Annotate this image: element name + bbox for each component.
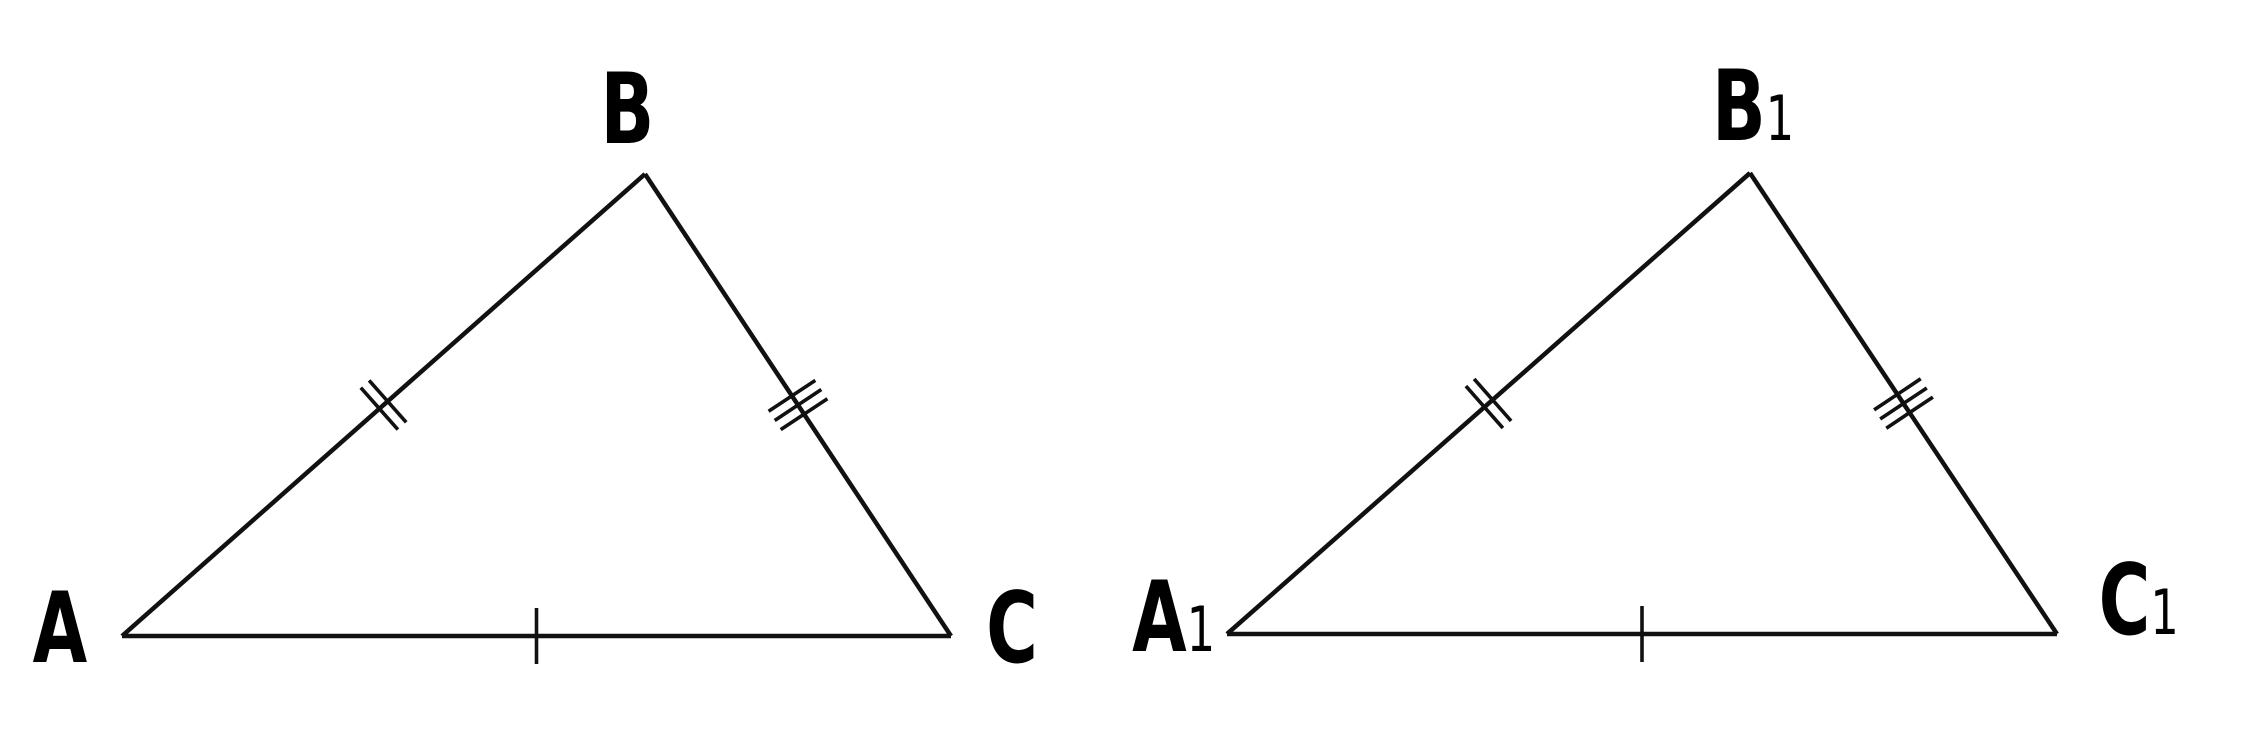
triangle-a1b1c1: A1 B1 C1 bbox=[1132, 50, 2179, 675]
tick-mark bbox=[359, 386, 400, 431]
side-ab bbox=[120, 172, 647, 638]
vertex-label-c: C bbox=[986, 572, 1038, 686]
side-a1b1 bbox=[1225, 171, 1752, 636]
ticks-ab bbox=[359, 379, 408, 431]
tick-mark bbox=[1464, 384, 1505, 430]
tick-mark bbox=[773, 388, 823, 422]
tick-mark bbox=[1873, 377, 1922, 412]
vertex-label-b: B bbox=[600, 53, 654, 167]
tick-mark bbox=[367, 379, 408, 424]
tick-mark bbox=[779, 397, 829, 432]
ticks-bc bbox=[767, 378, 829, 432]
tick-mark bbox=[1879, 386, 1928, 421]
vertex-label-a: A bbox=[33, 572, 88, 686]
vertex-label-c1: C1 bbox=[2099, 544, 2179, 658]
ticks-b1c1 bbox=[1873, 377, 1934, 430]
vertex-label-b1: B1 bbox=[1712, 50, 1794, 164]
tick-mark bbox=[1472, 377, 1513, 423]
vertex-label-a1: A1 bbox=[1132, 561, 1215, 675]
tick-mark bbox=[767, 378, 817, 413]
ticks-a1b1 bbox=[1464, 377, 1513, 430]
triangle-abc: A B C bbox=[33, 53, 1038, 686]
tick-mark bbox=[1885, 395, 1934, 430]
